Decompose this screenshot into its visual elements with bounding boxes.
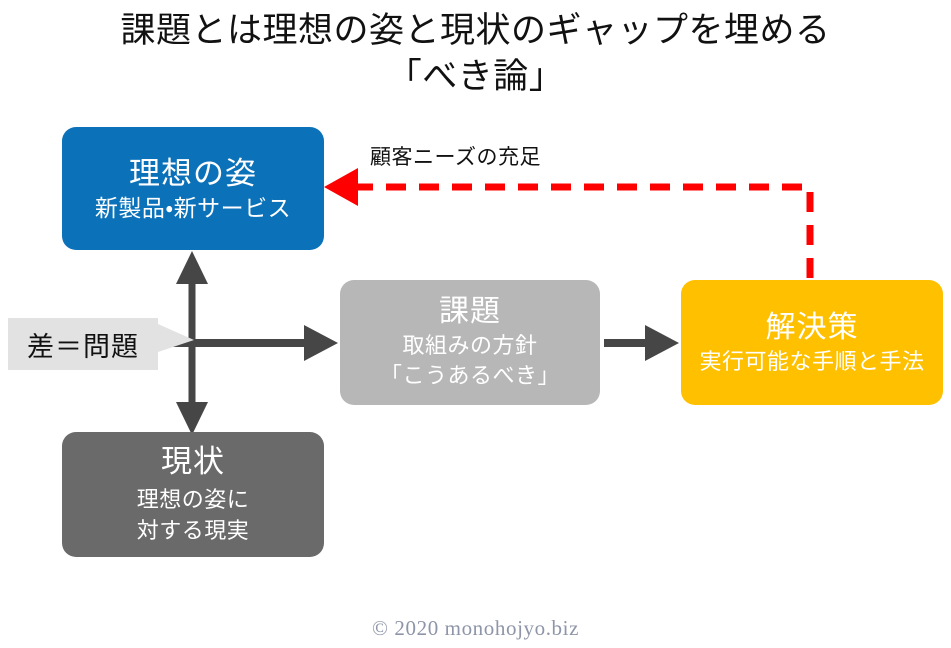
node-ideal-state-title: 理想の姿 [129,155,257,191]
node-solution-subtitle: 実行可能な手順と手法 [699,348,925,374]
feedback-arrow-label: 顧客ニーズの充足 [370,146,541,169]
node-ideal-state-subtitle: 新製品・新サービス [94,194,292,221]
node-solution[interactable]: 解決策 実行可能な手順と手法 [681,280,943,405]
gap-callout-label: 差＝問題 [27,331,139,362]
node-ideal-state[interactable]: 理想の姿 新製品・新サービス [62,127,324,250]
gap-callout: 差＝問題 [8,318,158,370]
feedback-dashed-arrow [324,168,814,278]
arrow-task-to-solution [604,325,679,361]
node-solution-title: 解決策 [765,310,859,344]
node-current-state[interactable]: 現状 理想の姿に 対する現実 [62,432,324,557]
page-title: 課題とは理想の姿と現状のギャップを埋める 「べき論」 [120,11,831,96]
copyright-footer: © 2020 monohojyo.biz [371,616,580,640]
node-task[interactable]: 課題 取組みの方針 「こうあるべき」 [340,280,600,405]
node-current-state-subtitle: 理想の姿に 対する現実 [136,486,250,543]
node-current-state-title: 現状 [161,443,225,479]
node-task-subtitle: 取組みの方針 「こうあるべき」 [379,333,560,388]
gap-callout-pointer [158,324,194,352]
node-task-title: 課題 [439,295,501,328]
